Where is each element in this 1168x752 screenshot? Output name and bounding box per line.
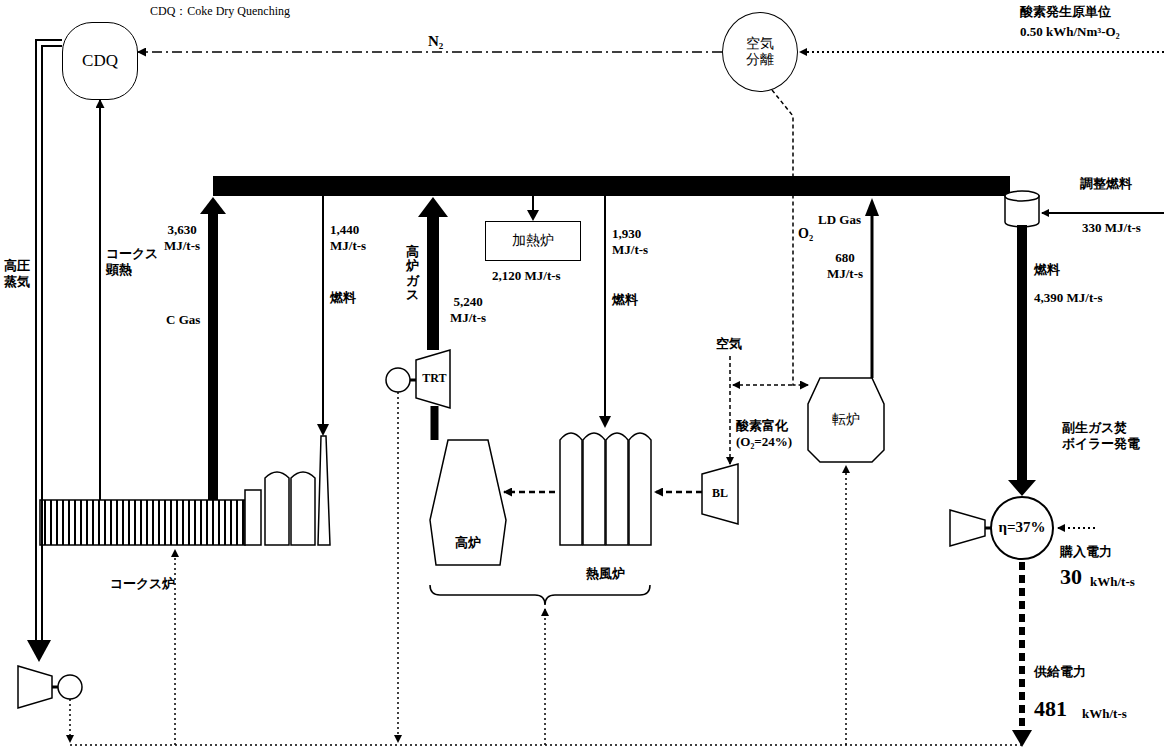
node-text: 転炉	[832, 412, 860, 428]
fuel-arrow	[604, 196, 606, 418]
boiler-fuel-arrow	[1017, 225, 1027, 482]
fuel-tank	[1005, 191, 1039, 227]
flow-label: C Gas	[166, 312, 200, 328]
blower-shape	[702, 464, 738, 524]
power-value: 30	[1060, 564, 1082, 590]
note-text: CDQ：Coke Dry Quenching	[150, 4, 290, 18]
flow-value: 3,630 MJ/t-s	[158, 222, 206, 253]
gas-label: N₂	[428, 32, 443, 50]
generator-circle: η=37%	[990, 496, 1054, 560]
power-line	[800, 51, 1164, 53]
flow-label: コークス 顕熱	[106, 246, 160, 277]
node-text: 高炉	[455, 536, 481, 551]
coke-oven: コークス炉	[40, 500, 330, 592]
flow-label: 酸素富化 (O₂=24%)	[736, 418, 802, 449]
trt-turbine	[416, 350, 450, 408]
flow-value: 1,440 MJ/t-s	[330, 222, 378, 253]
oxygen-line	[733, 384, 792, 386]
node-text: CDQ	[82, 51, 118, 71]
node-text: 空気 分離	[742, 36, 778, 68]
hot-stove-shape	[560, 433, 651, 545]
node-text: η=37%	[998, 519, 1045, 536]
flow-value: 680 MJ/t-s	[822, 250, 868, 281]
plant-label: 副生ガス焚 ボイラー発電	[1062, 420, 1150, 451]
bracket	[430, 585, 650, 605]
flow-label: 高炉ガス	[406, 245, 419, 302]
steam-line	[36, 40, 62, 642]
flow-value: 5,240 MJ/t-s	[444, 294, 492, 325]
node-text: TRT	[422, 372, 446, 386]
unit-title: 酸素発生原単位	[1020, 4, 1111, 20]
cdq-box: CDQ	[62, 22, 138, 100]
flow-connector	[431, 406, 439, 440]
hot-stove: 熱風炉	[555, 420, 655, 582]
fuel-arrow	[322, 196, 324, 426]
coke-oven-drawing	[40, 436, 330, 545]
power-value: 481	[1034, 696, 1067, 722]
unit-text: kWh/t-s	[1082, 706, 1127, 722]
flow-label: 購入電力	[1060, 544, 1112, 560]
blast-furnace-shape	[430, 440, 506, 565]
ld-gas-arrow	[871, 214, 874, 378]
node-text: 熱風炉	[586, 567, 625, 582]
trt-label-box: TRT	[416, 352, 453, 406]
steam-turbine	[18, 666, 82, 708]
flow-label: 供給電力	[1034, 664, 1086, 680]
flow-label: 燃料	[1034, 262, 1060, 278]
trt-generator	[386, 368, 410, 392]
air-separation-ellipse: 空気 分離	[722, 12, 798, 92]
gas-header	[213, 176, 1010, 196]
node-text: コークス炉	[110, 577, 175, 592]
flow-value: 2,120 MJ/t-s	[492, 268, 561, 284]
bf-gas-arrow	[427, 215, 439, 350]
air-line	[729, 356, 731, 464]
supplied-power-arrow	[1019, 562, 1025, 732]
gas-label: O₂	[798, 226, 813, 243]
flow-label: 空気	[716, 336, 742, 352]
flow-connector	[99, 100, 101, 500]
unit-value: 0.50 kWh/Nm³-O₂	[1020, 24, 1120, 40]
flow-label: LD Gas	[818, 212, 861, 228]
converter-shape	[808, 378, 884, 462]
purchased-power-line	[1058, 527, 1095, 529]
flow-connector	[138, 51, 722, 53]
unit-text: kWh/t-s	[1090, 574, 1135, 590]
flow-label: 燃料	[330, 290, 356, 306]
flow-label: 燃料	[612, 292, 638, 308]
boiler-turbine	[950, 510, 985, 546]
flow-label: 調整燃料	[1080, 176, 1132, 192]
flow-value: 1,930 MJ/t-s	[612, 226, 660, 257]
c-gas-arrow	[208, 212, 218, 500]
node-text: BL	[712, 487, 728, 501]
process-box: 加熱炉	[485, 221, 581, 261]
flow-connector	[655, 491, 702, 494]
converter: 転炉	[808, 378, 884, 462]
flow-value: 4,390 MJ/t-s	[1034, 290, 1103, 306]
flow-label: 高圧 蒸気	[4, 258, 32, 289]
blower: BL	[702, 464, 738, 524]
power-grid-line	[70, 744, 1022, 746]
flow-value: 330 MJ/t-s	[1082, 220, 1141, 236]
node-text: 加熱炉	[512, 233, 554, 249]
flow-connector	[504, 491, 555, 494]
blast-furnace: 高炉	[428, 440, 508, 565]
fuel-input-arrow	[1042, 212, 1164, 214]
